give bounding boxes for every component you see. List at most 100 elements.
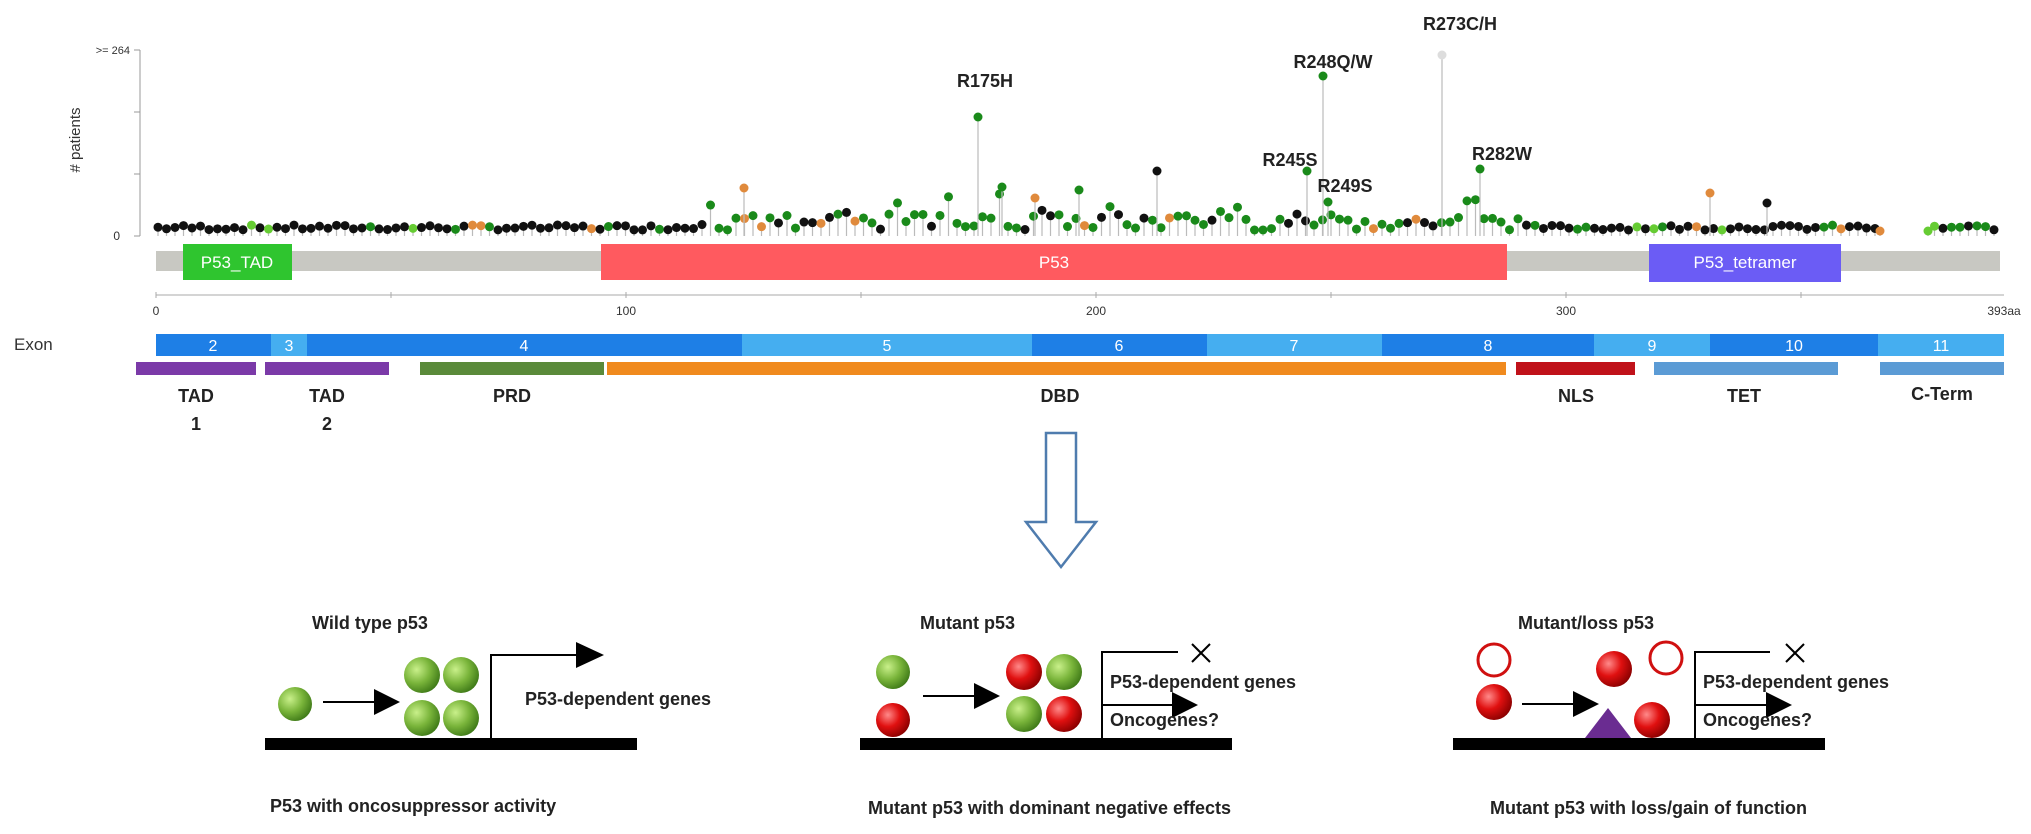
exon-4-label: 4 xyxy=(520,338,529,355)
exon-8 xyxy=(1382,334,1594,356)
mutation-dot xyxy=(978,212,987,222)
mutation-dot xyxy=(383,225,392,235)
mutation-dot xyxy=(1641,224,1650,234)
mutation-dot xyxy=(706,200,715,210)
mutation-dot xyxy=(1777,220,1786,230)
exon-3-label: 3 xyxy=(285,338,294,355)
region-tad1-sub: 1 xyxy=(191,414,201,434)
mutation-dot xyxy=(1216,206,1225,216)
hotspot-r175h: R175H xyxy=(957,71,1013,91)
mutation-dot xyxy=(1037,205,1047,215)
mutation-dot xyxy=(340,221,350,231)
domain-p53-tetramer-label: P53_tetramer xyxy=(1694,253,1797,272)
exon-6 xyxy=(1032,334,1207,356)
exon-8-label: 8 xyxy=(1484,338,1493,355)
domain-p53-tad-label: P53_TAD xyxy=(201,253,273,272)
mutation-dot xyxy=(1785,221,1795,231)
mutation-dot xyxy=(1836,224,1846,234)
mutation-dot xyxy=(247,220,256,230)
mutation-dot xyxy=(1692,222,1701,232)
mutation-dot xyxy=(553,220,562,230)
exon-7 xyxy=(1207,334,1382,356)
mutation-dot xyxy=(366,222,375,232)
red-mutant-ball xyxy=(1476,684,1512,720)
mutation-dot xyxy=(238,225,248,235)
region-tad2-bar xyxy=(265,362,389,375)
mutation-dot xyxy=(638,225,647,235)
y-top-label: >= 264 xyxy=(96,45,130,57)
panel-mutant-loss: Mutant/loss p53 P53-dependent genes Onco… xyxy=(1453,613,1889,818)
mutation-dot xyxy=(893,198,902,208)
empty-p53-circle xyxy=(1648,640,1684,676)
mutation-dot xyxy=(1930,221,1939,231)
hotspot-r245s: R245S xyxy=(1262,150,1317,170)
mutation-dot xyxy=(1122,220,1132,230)
mutation-dot xyxy=(264,224,273,234)
mutation-dot xyxy=(1666,221,1676,231)
mutation-dot xyxy=(952,218,962,228)
mutation-dot xyxy=(1012,223,1021,233)
mutation-dot xyxy=(1947,222,1956,232)
x-tick-0: 0 xyxy=(153,304,160,318)
mutation-dot xyxy=(1224,213,1234,223)
mutation-dot xyxy=(1403,218,1412,228)
tetramer-ball xyxy=(1006,696,1042,732)
green-p53-ball xyxy=(876,655,910,689)
x-tick-300: 300 xyxy=(1556,304,1576,318)
mutation-dot xyxy=(1607,223,1616,233)
mutation-dot xyxy=(1105,202,1115,212)
mutation-dot xyxy=(391,223,401,233)
hotspot-lollipop xyxy=(1302,166,1312,176)
mutation-dot xyxy=(595,224,605,234)
x-tick-393: 393aa xyxy=(1987,304,2021,318)
mutation-dot xyxy=(1658,222,1667,232)
mutation-dot xyxy=(510,223,520,233)
region-tet-bar xyxy=(1654,362,1838,375)
mutation-dot xyxy=(1556,221,1565,231)
mutation-dot xyxy=(1326,210,1336,220)
mutation-dot xyxy=(986,213,996,223)
mutation-dot xyxy=(272,222,282,232)
mutation-dot xyxy=(1080,221,1089,231)
hotspot-lollipop xyxy=(1762,198,1772,208)
mutation-dot xyxy=(289,220,299,230)
mutation-dot xyxy=(1114,210,1123,220)
mutation-dot xyxy=(1071,213,1081,223)
exon-11 xyxy=(1878,334,2004,356)
hotspot-r282w: R282W xyxy=(1472,144,1532,164)
mutation-dot xyxy=(1624,225,1633,235)
hotspot-lollipop xyxy=(1074,185,1084,195)
mutation-dot xyxy=(1709,224,1718,234)
mutant-genes: P53-dependent genes xyxy=(1110,672,1296,692)
y-zero-label: 0 xyxy=(113,229,120,243)
hotspot-lollipop xyxy=(1437,50,1447,60)
mutation-dot xyxy=(459,221,469,231)
mutation-dot xyxy=(1964,221,1973,231)
mutation-dot xyxy=(230,223,239,233)
mutation-dot xyxy=(1845,222,1854,232)
tetramer-ball xyxy=(1046,696,1082,732)
mutation-dot xyxy=(901,217,911,227)
mutation-dot xyxy=(1471,195,1480,205)
mutation-dot xyxy=(1054,210,1064,220)
exon-3 xyxy=(271,334,307,356)
mutation-dot xyxy=(476,221,486,231)
mutation-dot xyxy=(196,221,205,231)
mutation-dot xyxy=(1088,222,1098,232)
hotspot-r249s: R249S xyxy=(1317,176,1372,196)
hotspot-lollipop xyxy=(1875,226,1885,236)
transcription-arrow xyxy=(1101,651,1178,738)
mutation-dot xyxy=(1488,213,1497,223)
exon-10-label: 10 xyxy=(1785,338,1803,355)
hotspot-lollipop xyxy=(1323,197,1333,207)
mutation-dot xyxy=(1539,223,1548,233)
mutation-dot xyxy=(570,223,579,233)
hotspot-lollipop xyxy=(973,112,983,122)
mutation-dot xyxy=(1003,221,1013,231)
empty-p53-circle xyxy=(1476,642,1512,678)
mutation-dot xyxy=(876,224,885,234)
panel-wild-type: Wild type p53 P53-dependent genes P53 wi… xyxy=(265,613,711,816)
mutation-dot xyxy=(1284,218,1293,228)
loss-onco: Oncogenes? xyxy=(1703,710,1812,730)
